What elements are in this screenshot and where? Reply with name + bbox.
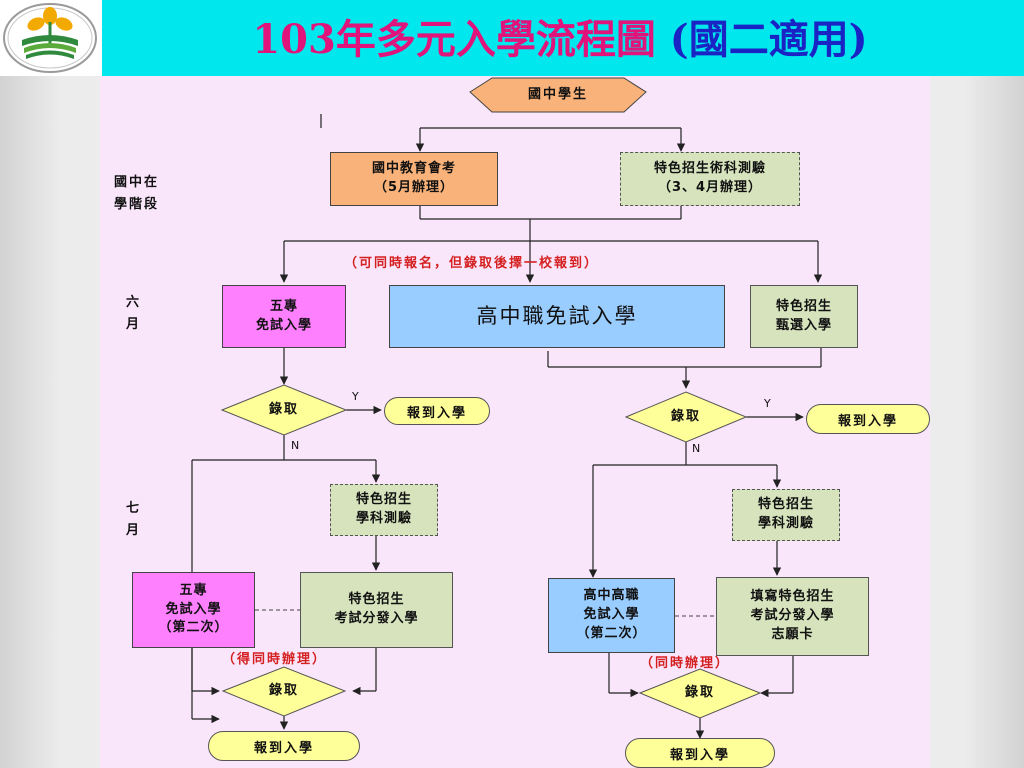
decision-label-right-1: 錄取: [670, 409, 701, 424]
senior-second-box: 高中高職免試入學（第二次）: [548, 578, 675, 653]
education-logo-icon: [3, 3, 97, 73]
five-year-free-box: 五專免試入學: [222, 285, 346, 348]
special-test-left-box: 特色招生學科測驗: [330, 484, 438, 536]
flowchart-panel: 國中在學階段 六月 七月 國中學生 國中教育會考（5月辦理） 特色招生術科測驗（…: [100, 76, 930, 768]
special-select-box: 特色招生甄選入學: [750, 285, 858, 348]
start-node-label: 國中學生: [527, 87, 588, 102]
decision-label-left-1: 錄取: [268, 402, 299, 417]
no-label-right: N: [692, 442, 701, 455]
note-simultaneous-apply: （可同時報名，但錄取後擇一校報到）: [344, 256, 600, 271]
title-main: 103年多元入學流程圖: [252, 16, 656, 63]
flow-connectors: [191, 77, 823, 739]
enroll-terminal-left-2: 報到入學: [208, 731, 360, 761]
header-bar: 103年多元入學流程圖 (國二適用): [0, 0, 1024, 76]
decision-label-left-2: 錄取: [268, 683, 299, 698]
note-right-same-time: （同時辦理）: [640, 656, 731, 671]
yes-label-left: Y: [352, 390, 359, 403]
special-exam-left-box: 特色招生考試分發入學: [300, 572, 453, 648]
decision-diamond-left-2: [221, 666, 347, 717]
arts-test-box: 特色招生術科測驗（3、4月辦理）: [620, 152, 800, 206]
side-label-june: 六月: [126, 295, 142, 332]
title-subtitle: (國二適用): [669, 16, 868, 63]
decision-diamond-right-2: [638, 668, 762, 719]
logo: [0, 0, 102, 76]
no-label-left: N: [291, 439, 300, 452]
side-label-junior: 國中在學階段: [114, 175, 160, 212]
enroll-terminal-right-1: 報到入學: [806, 404, 930, 434]
enroll-terminal-right-2: 報到入學: [625, 738, 775, 768]
note-left-same-time: （得同時辦理）: [222, 652, 328, 667]
decision-diamond-left-1: [220, 384, 348, 436]
yes-label-right: Y: [764, 397, 771, 410]
senior-free-box: 高中職免試入學: [389, 285, 725, 348]
decision-diamond-right-1: [624, 391, 748, 443]
side-label-july: 七月: [126, 501, 142, 538]
special-test-right-box: 特色招生學科測驗: [732, 489, 840, 541]
page-title: 103年多元入學流程圖 (國二適用): [110, 10, 1010, 70]
enroll-terminal-left-1: 報到入學: [384, 397, 490, 425]
start-node-shape: [469, 77, 647, 113]
five-year-second-box: 五專免試入學（第二次）: [132, 572, 255, 648]
decision-label-right-2: 錄取: [684, 685, 715, 700]
cap-exam-box: 國中教育會考（5月辦理）: [330, 152, 498, 206]
special-exam-right-box: 填寫特色招生考試分發入學志願卡: [716, 577, 869, 656]
